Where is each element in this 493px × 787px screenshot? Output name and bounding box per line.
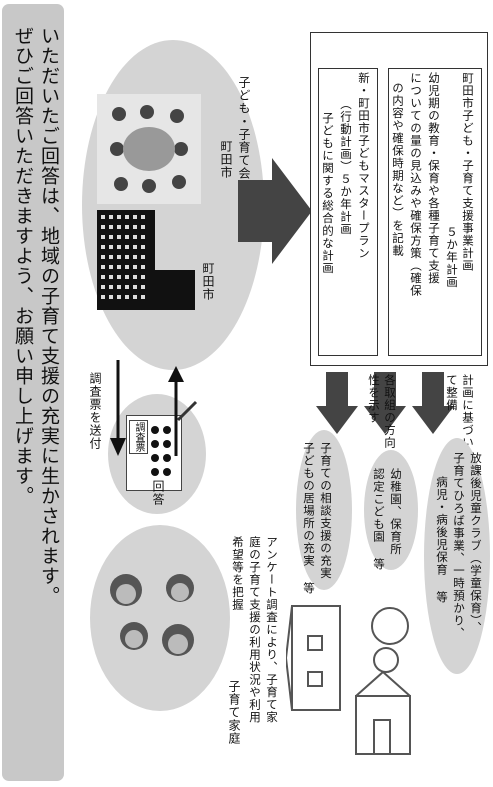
master-plan-period: （行動計画）５か年計画	[339, 98, 353, 236]
survey-note-line-1: アンケート調査により、子育て家	[265, 536, 279, 724]
master-plan-desc: 子どもに関する総合的な計画	[321, 112, 335, 275]
council-label-city: 町田市	[219, 140, 233, 179]
master-plan-box	[318, 68, 378, 356]
support-plan-desc-3: の内容や確保時期など）を記載	[391, 82, 405, 257]
service-group-2-line-1: 幼稚園、保育所	[389, 468, 403, 556]
arrow-to-services-right-icon	[412, 372, 454, 434]
family-label: 子育て家庭	[227, 680, 241, 745]
family-photo	[98, 560, 216, 672]
support-plan-title: 町田市子ども・子育て支援事業計画	[461, 72, 475, 272]
banner-line-2: ぜひご回答いただきますよう、お願い申し上げます。	[12, 26, 34, 506]
service-group-3-ellipse	[424, 438, 490, 674]
support-plan-desc-2: についての量の見込みや確保方策（確保	[409, 72, 423, 297]
service-group-1-line-2: 子どもの居場所の充実 等	[302, 442, 316, 595]
survey-note-line-2: 庭の子育て支援の利用状況や利用	[248, 536, 262, 724]
survey-form-title: 調査票	[129, 420, 148, 454]
service-group-3-line-2: 子育てひろば事業、一時預かり、	[452, 452, 466, 640]
message-banner: いただいたご回答は、地域の子育て支援の充実に生かされます。 ぜひご回答いただきま…	[2, 4, 64, 781]
send-arrow-icon	[166, 366, 186, 456]
arrow-to-plans-icon	[238, 158, 312, 264]
facility-illustration	[284, 596, 422, 760]
arrow-to-services-left-icon	[316, 372, 358, 434]
pen-icon	[176, 400, 198, 422]
council-label-name: 子ども・子育て会議	[237, 76, 251, 193]
survey-form: 調査票	[126, 415, 182, 491]
send-label: 調査票を送付	[88, 372, 102, 450]
direction-label-1: 各取組の方向	[383, 374, 397, 449]
service-group-2-line-2: 認定こども園 等	[372, 468, 386, 571]
machida-label: 町田市	[201, 262, 215, 301]
city-hall-building	[97, 210, 207, 310]
answer-arrow-icon	[108, 360, 128, 456]
service-group-3-line-1: 放課後児童クラブ（学童保育）、	[469, 452, 483, 634]
service-group-2-ellipse	[364, 450, 418, 570]
master-plan-title: 新・町田市子どもマスタープラン	[357, 72, 371, 260]
support-plan-desc-1: 幼児期の教育・保育や各種子育て支援	[427, 72, 441, 285]
support-plan-period: ５か年計画	[445, 226, 459, 289]
family-ellipse	[90, 525, 230, 711]
answer-label: 回答	[151, 480, 165, 506]
direction-label-2: 性を示す	[367, 374, 381, 424]
council-photo	[97, 94, 201, 204]
arrow-to-services-center-icon	[364, 372, 406, 434]
survey-note-line-3: 希望等を把握	[231, 536, 245, 611]
service-group-3-line-3: 病児・病後児保育 等	[435, 476, 449, 604]
banner-line-1: いただいたご回答は、地域の子育て支援の充実に生かされます。	[38, 26, 60, 606]
maintain-label-2: て整備	[445, 374, 459, 412]
maintain-label-1: 計画に基づい	[461, 374, 475, 449]
service-group-1-line-1: 子育ての相談支援の充実	[319, 442, 333, 580]
support-plan-box	[388, 68, 482, 356]
service-group-1-ellipse	[296, 430, 352, 590]
